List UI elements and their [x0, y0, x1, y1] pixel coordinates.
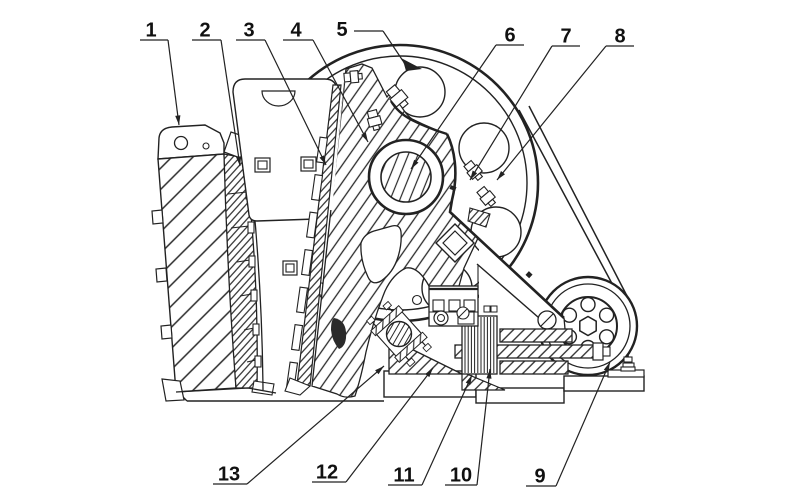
svg-text:4: 4 [290, 20, 302, 42]
svg-text:6: 6 [504, 25, 515, 47]
svg-text:9: 9 [534, 466, 545, 488]
svg-text:7: 7 [560, 26, 571, 48]
svg-text:2: 2 [199, 20, 210, 42]
svg-text:11: 11 [393, 465, 414, 487]
svg-text:5: 5 [336, 19, 347, 41]
svg-text:10: 10 [450, 465, 472, 487]
svg-text:8: 8 [614, 26, 625, 48]
svg-text:13: 13 [218, 464, 240, 486]
svg-text:1: 1 [145, 20, 156, 42]
svg-text:12: 12 [316, 462, 338, 484]
svg-text:3: 3 [243, 20, 254, 42]
